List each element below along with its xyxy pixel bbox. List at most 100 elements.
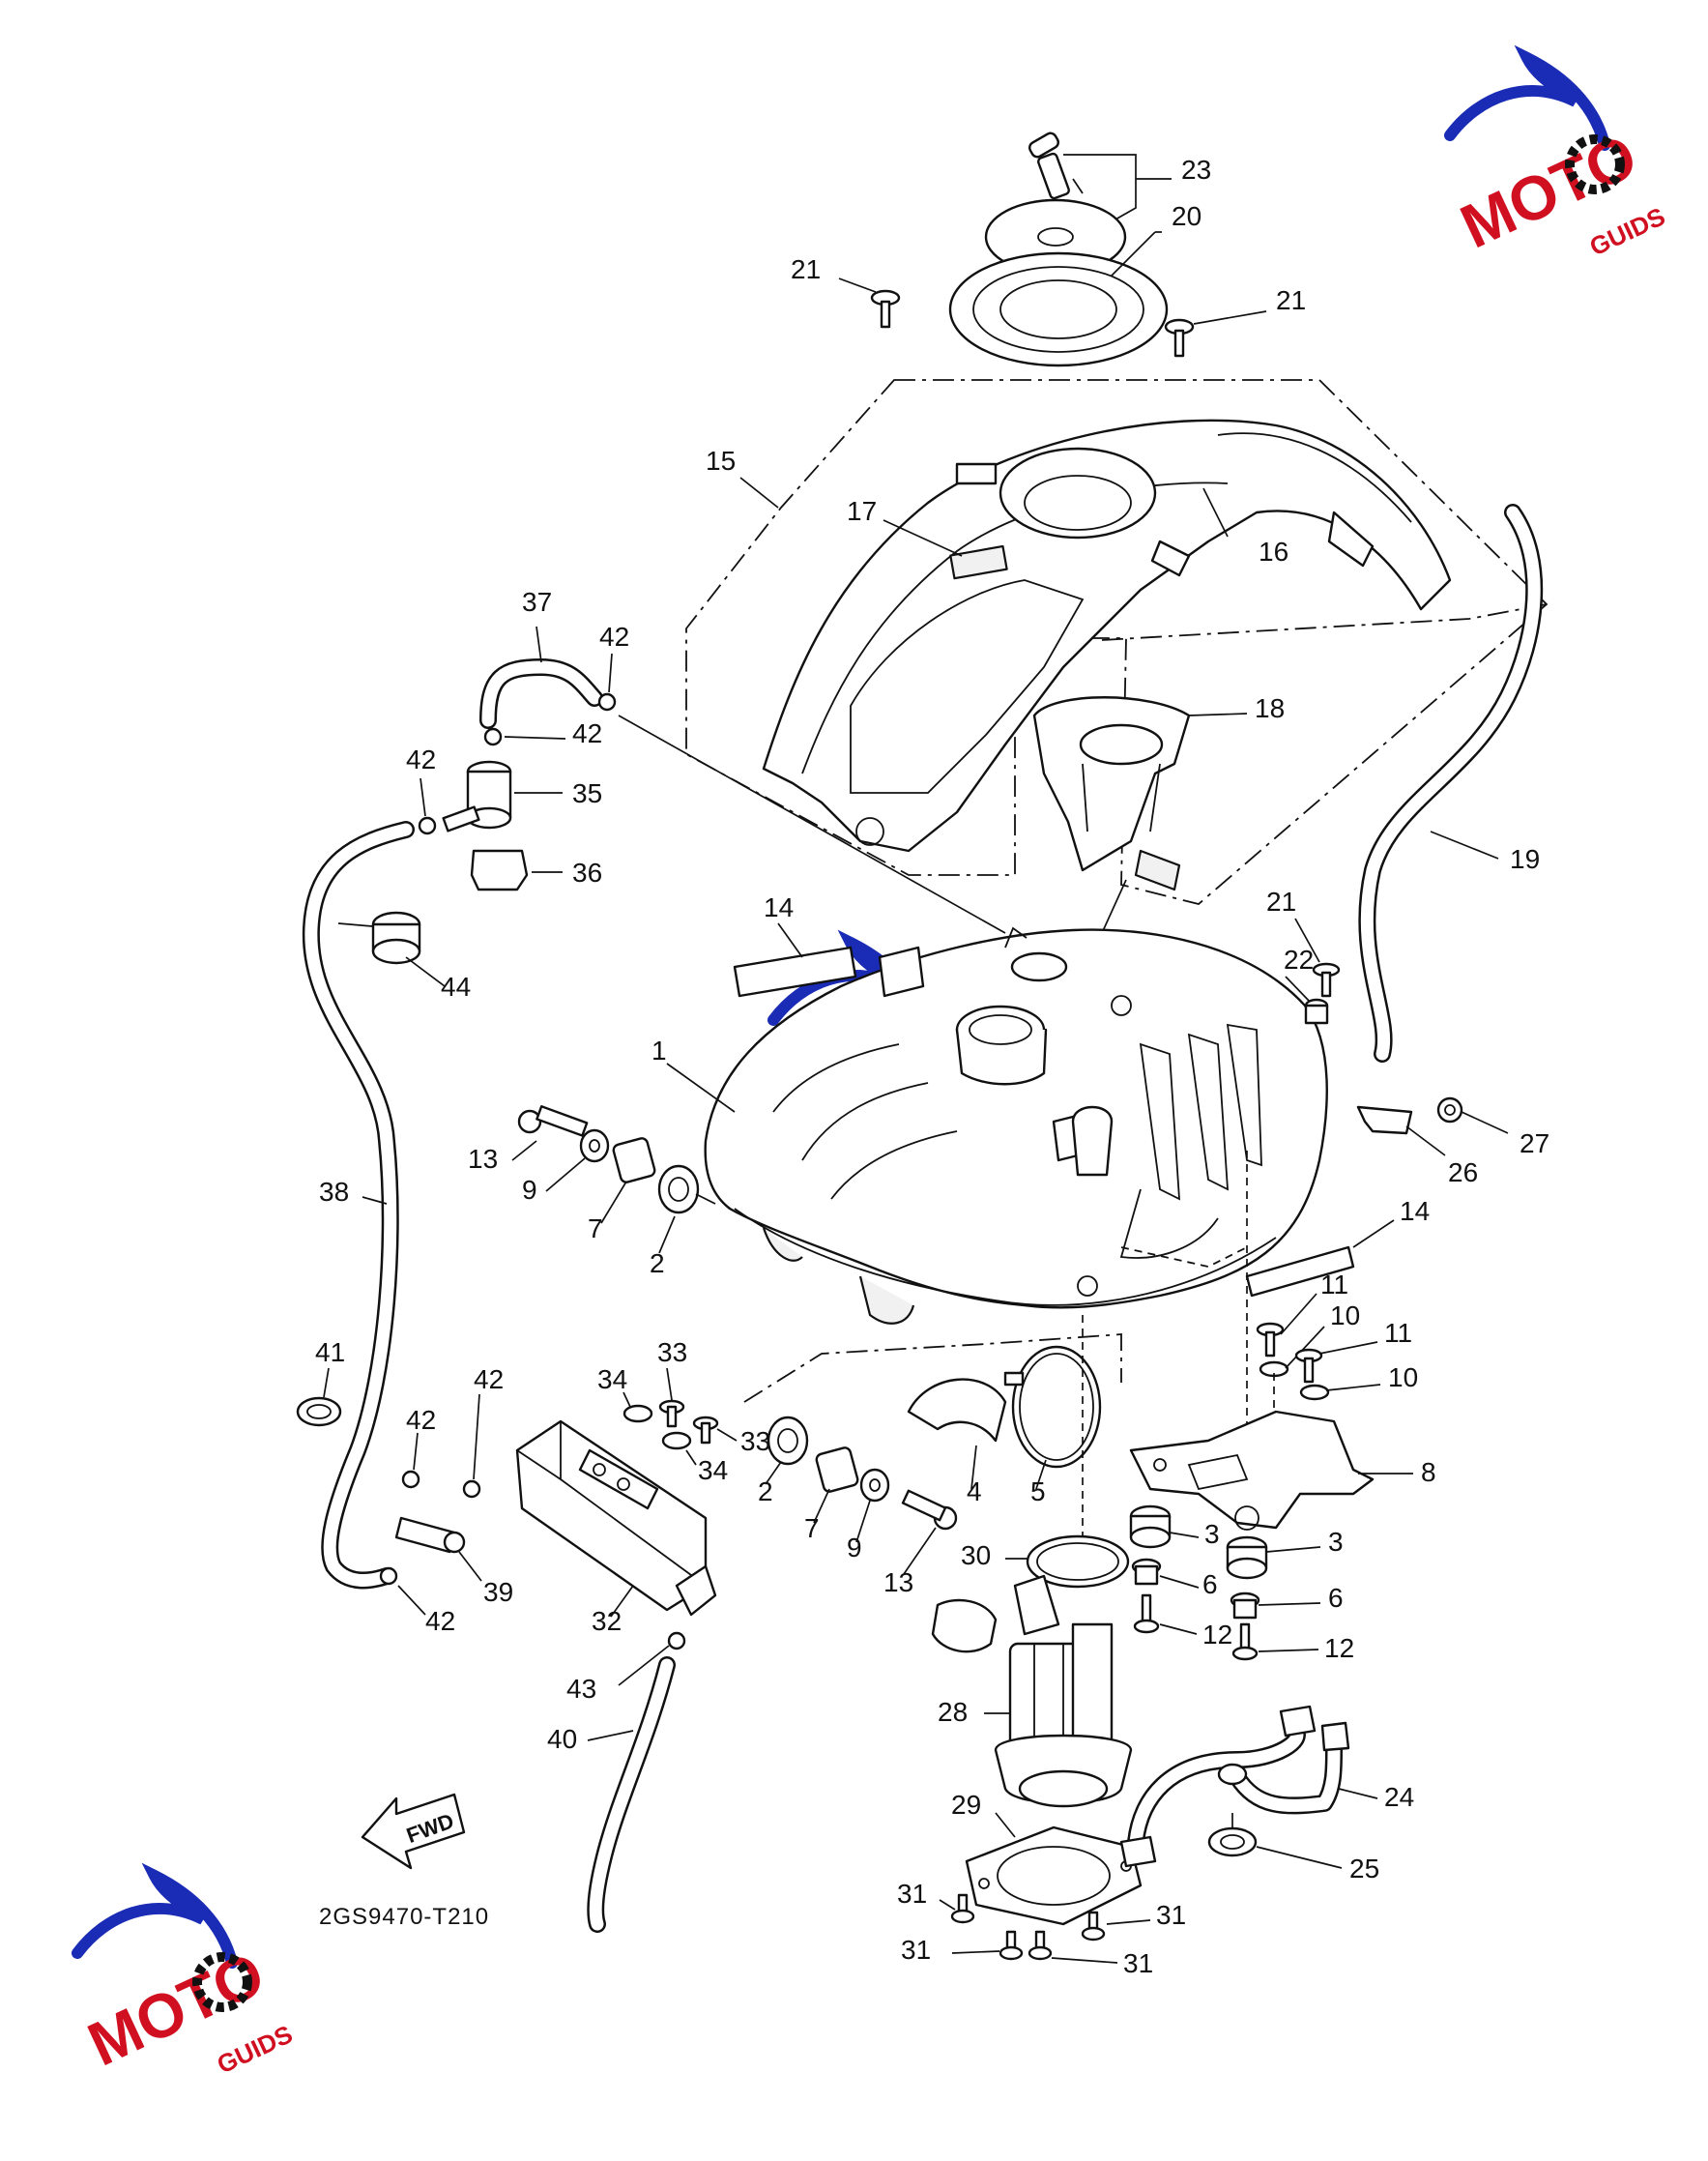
bolt-33-lower	[692, 1416, 738, 1445]
callout-10: 10	[1388, 1362, 1418, 1392]
routing-line-18-tank	[1101, 879, 1127, 934]
clip-42-d	[462, 1393, 481, 1499]
screw-21-left	[838, 277, 901, 329]
bracket-36	[470, 849, 563, 891]
callout-37: 37	[522, 587, 552, 617]
callout-11: 11	[1384, 1318, 1412, 1348]
bolt-12-right	[1231, 1622, 1319, 1661]
diagram-code: 2GS9470-T210	[319, 1904, 489, 1930]
washer-9-upper	[545, 1128, 610, 1192]
callout-31: 31	[901, 1935, 931, 1965]
callout-9: 9	[847, 1533, 862, 1562]
callout-31: 31	[897, 1879, 927, 1909]
callout-42: 42	[474, 1364, 504, 1394]
damper-2-lower	[765, 1416, 809, 1485]
callout-23: 23	[1181, 155, 1211, 185]
connector-39	[394, 1516, 482, 1582]
collar-7-lower	[813, 1446, 859, 1524]
fuel-hose-24	[1119, 1705, 1378, 1868]
logo-suffix: GUIDS	[1585, 201, 1669, 261]
callout-21: 21	[791, 254, 821, 284]
callout-38: 38	[319, 1177, 349, 1207]
clip-42-a	[597, 653, 617, 712]
callout-30: 30	[961, 1540, 991, 1570]
rollover-valve-35	[442, 760, 563, 832]
filler-cap-20	[948, 198, 1169, 367]
bracket-26	[1356, 1105, 1446, 1156]
callout-27: 27	[1520, 1128, 1549, 1158]
callout-20: 20	[1172, 201, 1201, 231]
callout-31: 31	[1123, 1948, 1153, 1978]
callout-3: 3	[1204, 1519, 1220, 1549]
callout-24: 24	[1384, 1782, 1414, 1812]
washer-10-left	[1259, 1326, 1325, 1378]
callout-7: 7	[588, 1213, 603, 1243]
screw-31-c	[951, 1930, 1024, 1961]
callout-26: 26	[1448, 1157, 1478, 1187]
callout-32: 32	[592, 1606, 622, 1636]
collar-7-upper	[600, 1137, 656, 1224]
callout-13: 13	[883, 1567, 913, 1597]
callout-43: 43	[566, 1674, 596, 1704]
logo-suffix: GUIDS	[213, 2019, 297, 2079]
callout-14: 14	[764, 892, 794, 922]
screw-21-right	[1164, 310, 1267, 358]
clip-42-f	[379, 1566, 426, 1616]
callout-11: 11	[1320, 1270, 1348, 1300]
forward-direction-arrow: FWD	[361, 1793, 466, 1870]
bolt-13-upper	[511, 1105, 589, 1161]
callout-17: 17	[847, 496, 877, 526]
grommet-34-upper	[622, 1391, 653, 1423]
callout-35: 35	[572, 778, 602, 808]
callout-3: 3	[1328, 1527, 1344, 1557]
bracket-8	[1129, 1410, 1413, 1531]
callout-9: 9	[522, 1175, 537, 1205]
callout-40: 40	[547, 1724, 577, 1754]
brand-logo-top-right: MOTO GUIDS	[1444, 44, 1669, 261]
callout-12: 12	[1202, 1620, 1232, 1650]
callout-16: 16	[1259, 537, 1288, 567]
gasket-30	[1005, 1534, 1130, 1589]
screw-31-a	[939, 1893, 975, 1924]
clamp-41	[296, 1367, 342, 1427]
washer-9-lower	[855, 1468, 890, 1543]
callout-42: 42	[572, 718, 602, 748]
gasket-29	[965, 1812, 1143, 1926]
screw-31-d	[1028, 1930, 1118, 1964]
callout-31: 31	[1156, 1900, 1186, 1930]
filler-neck-18	[1032, 696, 1248, 891]
callout-25: 25	[1349, 1854, 1379, 1884]
callout-42: 42	[425, 1606, 455, 1636]
callout-2: 2	[758, 1476, 773, 1506]
callout-8: 8	[1421, 1457, 1436, 1487]
bolt-33-upper	[658, 1367, 685, 1428]
group-outline-lower	[743, 1333, 1122, 1403]
callout-28: 28	[938, 1697, 968, 1727]
callout-15: 15	[706, 446, 736, 476]
callout-33: 33	[657, 1337, 687, 1367]
screw-21-tank	[1294, 918, 1341, 998]
callout-34: 34	[597, 1364, 627, 1394]
bolt-13-lower	[901, 1489, 958, 1575]
callout-14: 14	[1400, 1196, 1430, 1226]
hose-38	[302, 821, 415, 1590]
damper-4	[907, 1378, 1007, 1490]
tank-cover-15	[739, 419, 1452, 853]
brand-logo-bottom-left: MOTO GUIDS	[72, 1862, 297, 2079]
fuel-tank-1	[666, 926, 1328, 1325]
damper-3-right	[1226, 1535, 1321, 1580]
callout-21: 21	[1266, 887, 1296, 917]
callout-4: 4	[967, 1476, 982, 1506]
callout-6: 6	[1202, 1569, 1218, 1599]
callout-44: 44	[441, 972, 471, 1002]
hose-40	[587, 1656, 676, 1933]
bolt-27	[1436, 1096, 1509, 1134]
bolt-11-right	[1294, 1341, 1378, 1384]
callout-1: 1	[651, 1036, 667, 1066]
pad-14-upper	[733, 922, 857, 998]
callout-41: 41	[315, 1337, 345, 1367]
callout-5: 5	[1030, 1476, 1046, 1506]
callout-36: 36	[572, 858, 602, 888]
grommet-34-lower	[661, 1431, 697, 1466]
